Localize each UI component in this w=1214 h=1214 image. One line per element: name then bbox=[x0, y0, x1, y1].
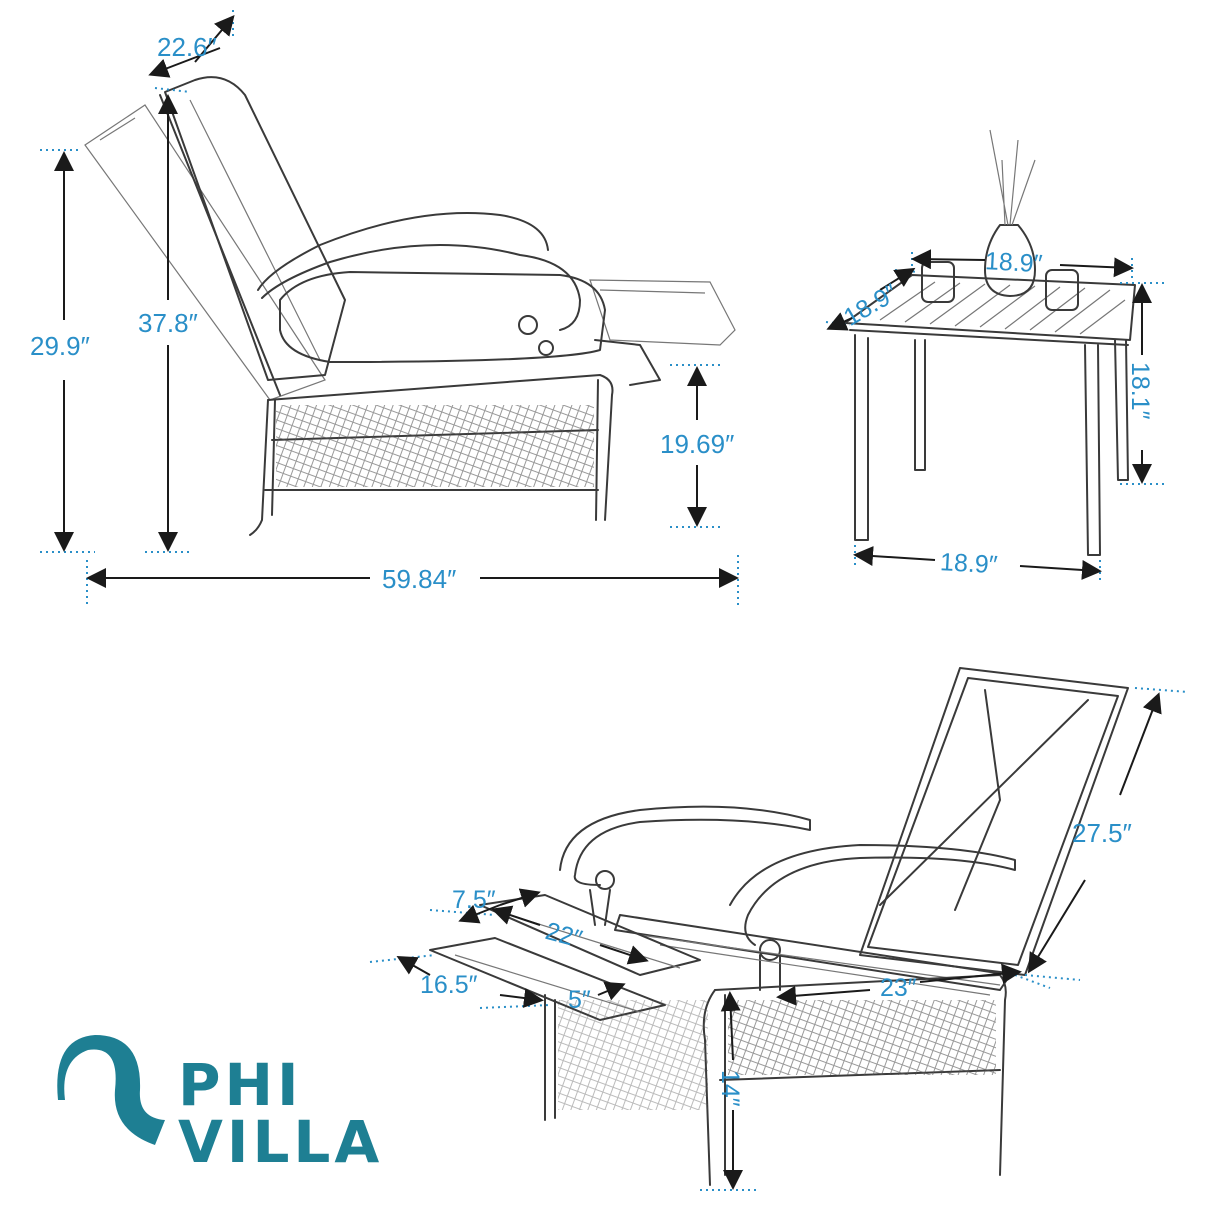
dim-leg-height: 14″ bbox=[700, 991, 760, 1191]
dim-table-base-width: 18.9″ bbox=[853, 545, 1102, 580]
recliner-side-illustration bbox=[84, 76, 736, 536]
dim-label-27-5: 27.5″ bbox=[1072, 818, 1132, 848]
dim-recliner-height-overall: 29.9″ bbox=[30, 149, 95, 553]
dim-footrest-lower: 16.5″ bbox=[369, 954, 551, 1009]
logo-text-line1: PHI bbox=[178, 1051, 303, 1119]
dim-recliner-seat-height: 19.69″ bbox=[660, 364, 734, 528]
dim-label-table-height: 18.1″ bbox=[1126, 362, 1154, 420]
dim-recliner-height-reclined: 37.8″ bbox=[138, 94, 198, 553]
dim-seat-depth: 23″ bbox=[776, 963, 1051, 1006]
dim-label-table-width: 18.9″ bbox=[984, 247, 1043, 278]
dim-label-22: 22″ bbox=[542, 917, 585, 954]
dim-label-37-8: 37.8″ bbox=[138, 308, 198, 338]
logo-wave-mark bbox=[57, 1035, 165, 1145]
dim-label-23: 23″ bbox=[880, 974, 917, 1002]
dim-frame-back-height: 27.5″ bbox=[1024, 687, 1189, 981]
dim-table-top-width: 18.9″ bbox=[911, 247, 1134, 278]
dim-label-59-84: 59.84″ bbox=[382, 564, 456, 594]
dim-recliner-length: 59.84″ bbox=[86, 555, 739, 605]
dim-label-5: 5″ bbox=[568, 986, 591, 1014]
dim-label-16-5: 16.5″ bbox=[420, 971, 478, 999]
recliner-frame-illustration bbox=[429, 667, 1129, 1186]
dim-label-table-base: 18.9″ bbox=[939, 548, 998, 579]
dim-label-22-6: 22.6″ bbox=[157, 32, 217, 62]
dim-footrest-width: 7.5″ bbox=[429, 886, 541, 924]
dim-label-14: 14″ bbox=[716, 1070, 744, 1107]
dim-label-7-5: 7.5″ bbox=[452, 886, 496, 914]
phi-villa-logo: PHI VILLA bbox=[57, 1035, 383, 1176]
dim-footrest-length: 22″ bbox=[491, 905, 649, 965]
dim-label-29-9: 29.9″ bbox=[30, 331, 90, 361]
dim-table-top-depth: 18.9″ bbox=[825, 267, 919, 332]
dim-table-height: 18.1″ bbox=[1120, 282, 1165, 485]
logo-text-line2: VILLA bbox=[178, 1108, 383, 1176]
side-table-illustration bbox=[844, 129, 1136, 556]
dim-gap: 5″ bbox=[568, 981, 626, 1014]
dim-recliner-top-depth: 22.6″ bbox=[148, 10, 235, 93]
dim-label-19-69: 19.69″ bbox=[660, 429, 734, 459]
